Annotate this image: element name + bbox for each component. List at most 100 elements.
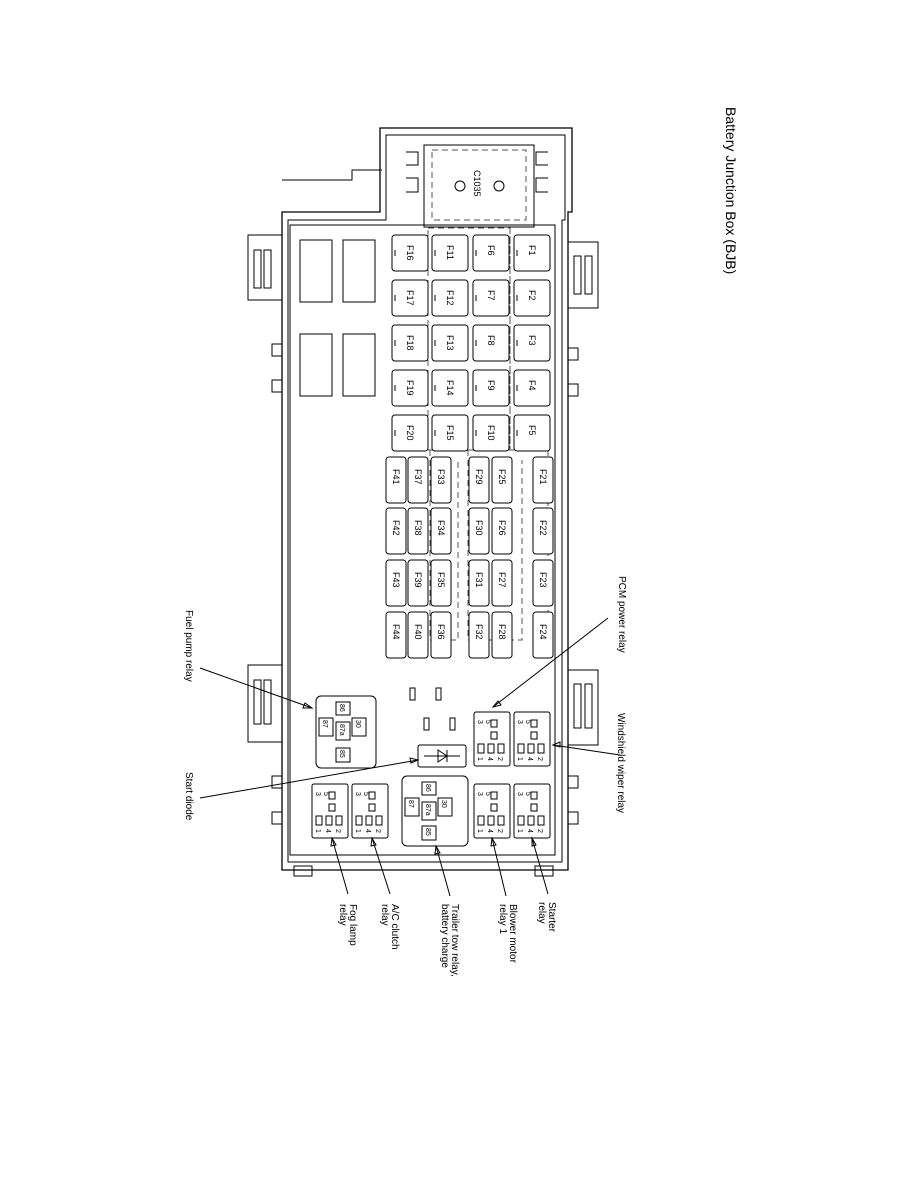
fuel-pump-relay-pin-85: 85 (338, 750, 345, 758)
fuse-f40: F40 (407, 611, 429, 659)
fuse-label-f17: F17 (405, 290, 415, 306)
fuse-label-f26: F26 (497, 520, 507, 536)
label-starter-relay-1: Starter (546, 902, 557, 933)
trailer-tow-relay-pin-86: 86 (424, 784, 431, 792)
fuse-label-f35: F35 (436, 572, 446, 588)
fuse-f16: F16 (391, 234, 429, 272)
starter-relay-pin-4: 4 (526, 829, 533, 833)
fuse-f28: F28 (491, 611, 513, 659)
fuse-label-f16: F16 (405, 245, 415, 261)
fuse-f27: F27 (491, 559, 513, 607)
label-trailer-tow-relay-1: Trailer tow relay, (449, 904, 460, 977)
fuse-label-f25: F25 (497, 469, 507, 485)
fuse-f37: F37 (407, 456, 429, 504)
fuse-label-f13: F13 (445, 335, 455, 351)
fuse-f6: F6 (472, 234, 510, 272)
fuse-label-f36: F36 (436, 624, 446, 640)
fuse-label-f10: F10 (486, 425, 496, 441)
leader-lines (199, 617, 621, 897)
fuse-f21: F21 (532, 456, 554, 504)
connector-c1035: C1035 (406, 144, 548, 228)
fuse-label-f41: F41 (391, 469, 401, 485)
fuse-f31: F31 (468, 559, 490, 607)
fuse-label-f31: F31 (474, 572, 484, 588)
fuse-f15: F15 (431, 414, 469, 452)
windshield-wiper-relay-pin-2: 2 (536, 757, 543, 761)
fog-lamp-relay-pin-5: 5 (322, 792, 329, 796)
label-fog-lamp-relay-2: relay (337, 904, 348, 926)
fuse-f42: F42 (385, 507, 407, 555)
blower-motor-relay-1-pin-5: 5 (484, 792, 491, 796)
fuse-f17: F17 (391, 279, 429, 317)
blower-motor-relay-1-pin-1: 1 (476, 829, 483, 833)
fuse-label-f44: F44 (391, 624, 401, 640)
windshield-wiper-relay-pin-5: 5 (524, 720, 531, 724)
label-ac-clutch-relay-1: A/C clutch (389, 904, 400, 950)
fuse-label-f28: F28 (497, 624, 507, 640)
mounting-tabs (247, 234, 599, 825)
ac-clutch-relay-pin-1: 1 (354, 829, 361, 833)
fuse-f43: F43 (385, 559, 407, 607)
fuse-label-f29: F29 (474, 469, 484, 485)
blower-motor-relay-1-pin-3: 3 (476, 792, 483, 796)
pcm-power-relay-pin-3: 3 (476, 720, 483, 724)
maxi-fuse-blocks (299, 239, 376, 397)
fuse-f1: F1 (513, 234, 551, 272)
fuse-f8: F8 (472, 324, 510, 362)
fuse-label-f20: F20 (405, 425, 415, 441)
fuse-f26: F26 (491, 507, 513, 555)
fuse-f23: F23 (532, 559, 554, 607)
fuse-f19: F19 (391, 369, 429, 407)
fuse-f10: F10 (472, 414, 510, 452)
fuse-f12: F12 (431, 279, 469, 317)
fuse-f30: F30 (468, 507, 490, 555)
fuse-f34: F34 (430, 507, 452, 555)
blower-motor-relay-1-pin-4: 4 (486, 829, 493, 833)
pcm-power-relay-pin-2: 2 (496, 757, 503, 761)
fuse-label-f38: F38 (413, 520, 423, 536)
fog-lamp-relay-pin-2: 2 (334, 829, 341, 833)
fuse-label-f27: F27 (497, 572, 507, 588)
starter-relay-pin-3: 3 (516, 792, 523, 796)
label-ac-clutch-relay-2: relay (379, 904, 390, 926)
fog-lamp-relay-pin-1: 1 (314, 829, 321, 833)
mini-fuses: F21F22F23F24F25F26F27F28F29F30F31F32F33F… (385, 456, 554, 659)
fuse-label-f9: F9 (486, 380, 496, 391)
small-terminals (409, 687, 456, 731)
ac-clutch-relay-pin-3: 3 (354, 792, 361, 796)
label-blower-motor-relay-2: relay 1 (497, 904, 508, 934)
fuse-label-f32: F32 (474, 624, 484, 640)
fuse-f24: F24 (532, 611, 554, 659)
label-start-diode: Start diode (183, 772, 194, 821)
ac-clutch-relay-pin-5: 5 (362, 792, 369, 796)
fuse-label-f39: F39 (413, 572, 423, 588)
fuse-f2: F2 (513, 279, 551, 317)
label-starter-relay-2: relay (536, 902, 547, 924)
fuse-f11: F11 (431, 234, 469, 272)
fuse-label-f4: F4 (527, 380, 537, 391)
connector-label: C1035 (472, 170, 482, 197)
fuse-label-f3: F3 (527, 335, 537, 346)
label-fuel-pump-relay: Fuel pump relay (183, 610, 194, 682)
fuse-label-f15: F15 (445, 425, 455, 441)
pcm-power-relay-pin-1: 1 (476, 757, 483, 761)
fuse-label-f8: F8 (486, 335, 496, 346)
fuse-label-f24: F24 (538, 624, 548, 640)
fuse-label-f34: F34 (436, 520, 446, 536)
fuse-label-f19: F19 (405, 380, 415, 396)
fuse-f41: F41 (385, 456, 407, 504)
fuse-label-f33: F33 (436, 469, 446, 485)
fuse-label-f22: F22 (538, 520, 548, 536)
fuse-f9: F9 (472, 369, 510, 407)
starter-relay-pin-1: 1 (516, 829, 523, 833)
starter-relay-pin-2: 2 (536, 829, 543, 833)
fuse-label-f18: F18 (405, 335, 415, 351)
fuse-label-f2: F2 (527, 290, 537, 301)
fuse-label-f40: F40 (413, 624, 423, 640)
